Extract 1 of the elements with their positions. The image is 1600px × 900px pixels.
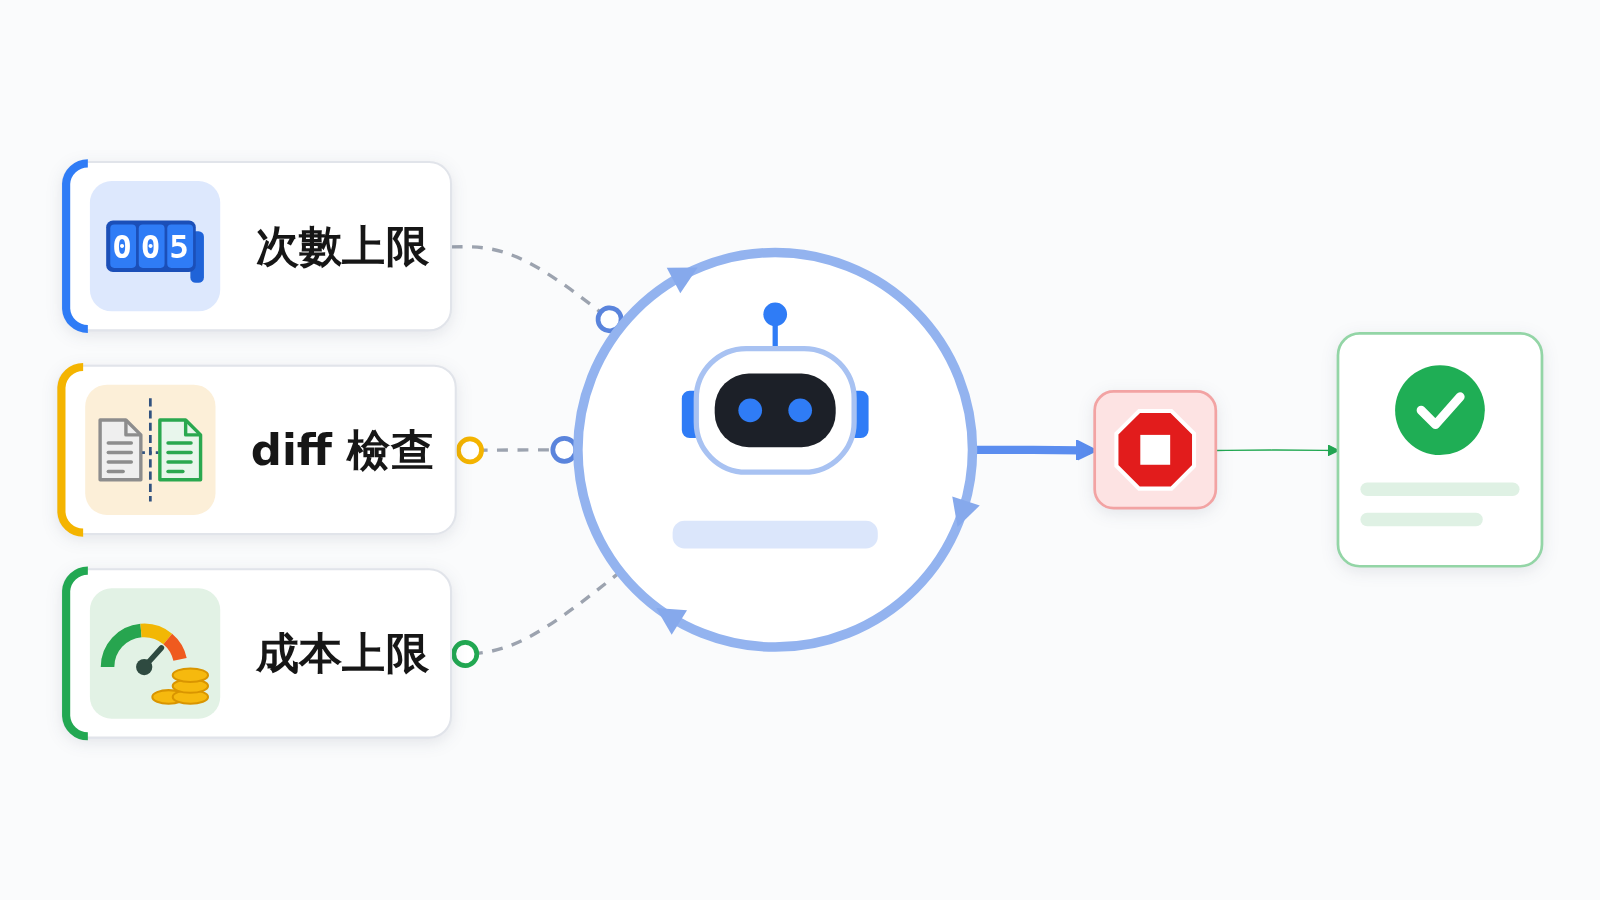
counter-digits: 005	[112, 227, 198, 266]
